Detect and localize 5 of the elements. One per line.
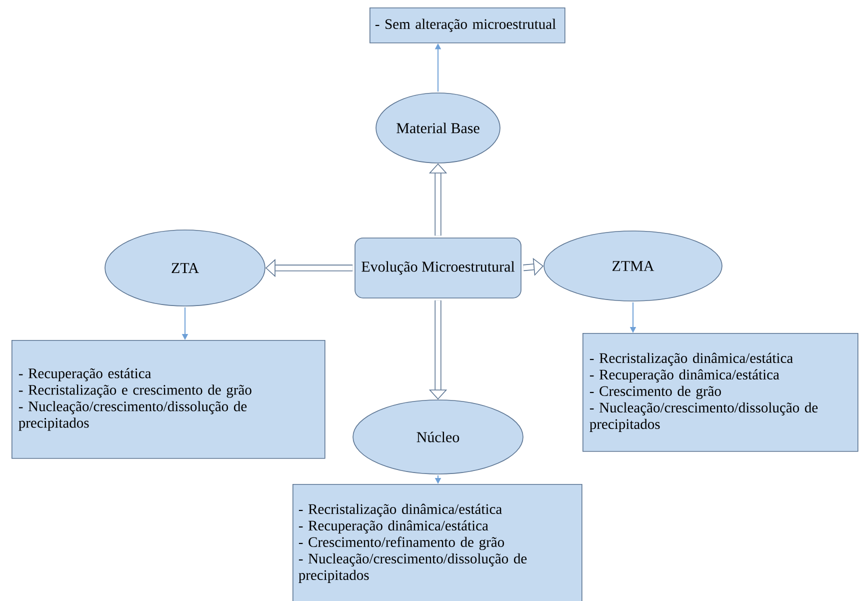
process-box: Evolução Microestrutural — [354, 238, 522, 298]
info-box: - Recuperação estática - Recristalização e crescimento de grão - Nucleação/crescimento/dissolução de precipitados — [12, 340, 326, 459]
info-box: - Recristalização dinâmica/estática - Recuperação dinâmica/estática - Crescimento de grão - Nucleação/crescimento/dissolução de precipitados — [582, 332, 858, 452]
info-box: - Sem alteração microestrutual — [370, 7, 566, 44]
info-box: - Recristalização dinâmica/estática - Recuperação dinâmica/estática - Crescimento/refinamento de grão - Nucleação/crescimento/dissolução de precipitados — [292, 484, 582, 601]
